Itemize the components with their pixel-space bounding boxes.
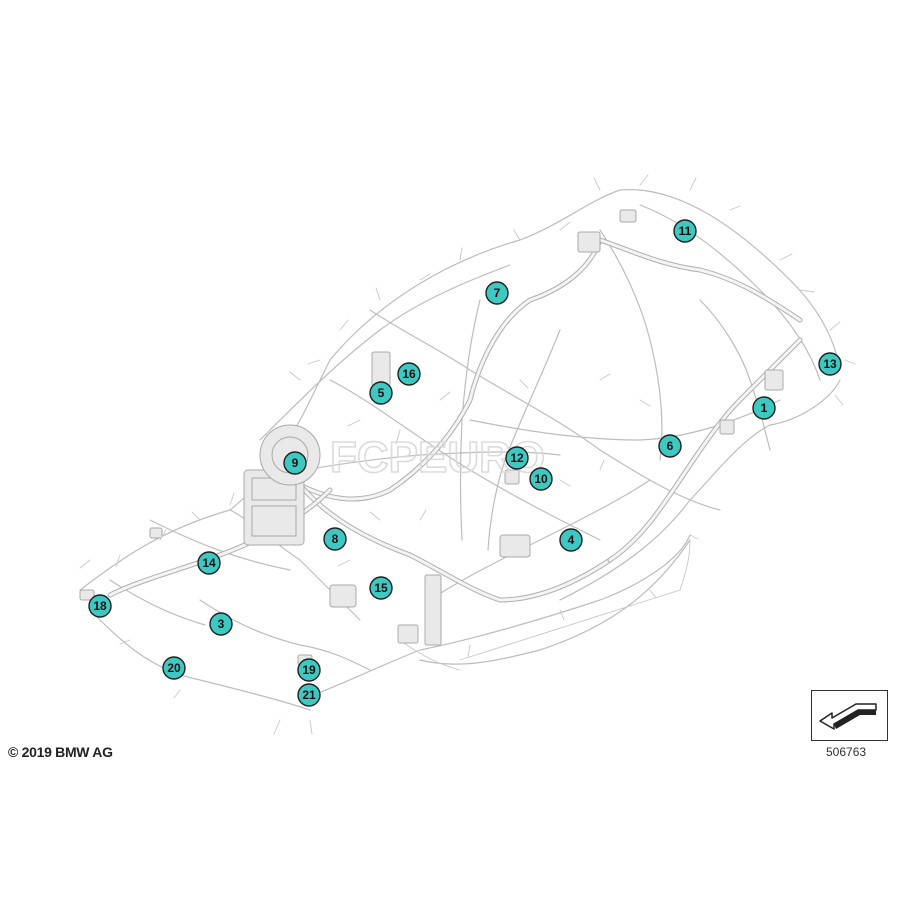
callout-label: 14 <box>202 556 216 570</box>
callout-label: 11 <box>679 224 692 238</box>
callout-4[interactable]: 4 <box>559 528 583 552</box>
callout-15[interactable]: 15 <box>369 576 393 600</box>
callout-label: 7 <box>494 286 501 300</box>
callout-19[interactable]: 19 <box>297 658 321 682</box>
harness-branches <box>79 174 856 735</box>
callout-label: 19 <box>302 663 316 677</box>
callout-label: 3 <box>218 617 225 631</box>
callout-label: 10 <box>534 472 548 486</box>
callout-label: 1 <box>761 401 768 415</box>
callout-9[interactable]: 9 <box>283 451 307 475</box>
callout-label: 21 <box>302 688 316 702</box>
callout-3[interactable]: 3 <box>209 612 233 636</box>
harness-components <box>79 209 784 666</box>
callout-label: 18 <box>93 599 107 613</box>
callout-label: 6 <box>667 439 674 453</box>
callout-12[interactable]: 12 <box>505 446 529 470</box>
callout-16[interactable]: 16 <box>397 362 421 386</box>
view-direction-arrow-icon <box>819 703 877 730</box>
callout-21[interactable]: 21 <box>297 683 321 707</box>
callout-label: 16 <box>402 367 416 381</box>
view-direction-box <box>811 690 888 741</box>
reference-number: 506763 <box>826 745 867 759</box>
callout-label: 8 <box>332 532 339 546</box>
main-trunk-harness <box>107 237 803 603</box>
callout-label: 12 <box>510 451 524 465</box>
callout-8[interactable]: 8 <box>323 527 347 551</box>
callout-14[interactable]: 14 <box>197 551 221 575</box>
callout-13[interactable]: 13 <box>818 352 842 376</box>
copyright-notice: © 2019 BMW AG <box>8 744 113 760</box>
callout-11[interactable]: 11 <box>673 219 697 243</box>
callout-5[interactable]: 5 <box>369 381 393 405</box>
callout-label: 13 <box>823 357 837 371</box>
callout-label: 4 <box>568 533 575 547</box>
callout-7[interactable]: 7 <box>485 281 509 305</box>
callout-label: 5 <box>378 386 385 400</box>
callout-20[interactable]: 20 <box>162 656 186 680</box>
callout-label: 20 <box>167 661 181 675</box>
callout-6[interactable]: 6 <box>658 434 682 458</box>
callout-1[interactable]: 1 <box>752 396 776 420</box>
callout-18[interactable]: 18 <box>88 594 112 618</box>
callout-label: 15 <box>374 581 388 595</box>
callout-10[interactable]: 10 <box>529 467 553 491</box>
callout-label: 9 <box>292 456 299 470</box>
